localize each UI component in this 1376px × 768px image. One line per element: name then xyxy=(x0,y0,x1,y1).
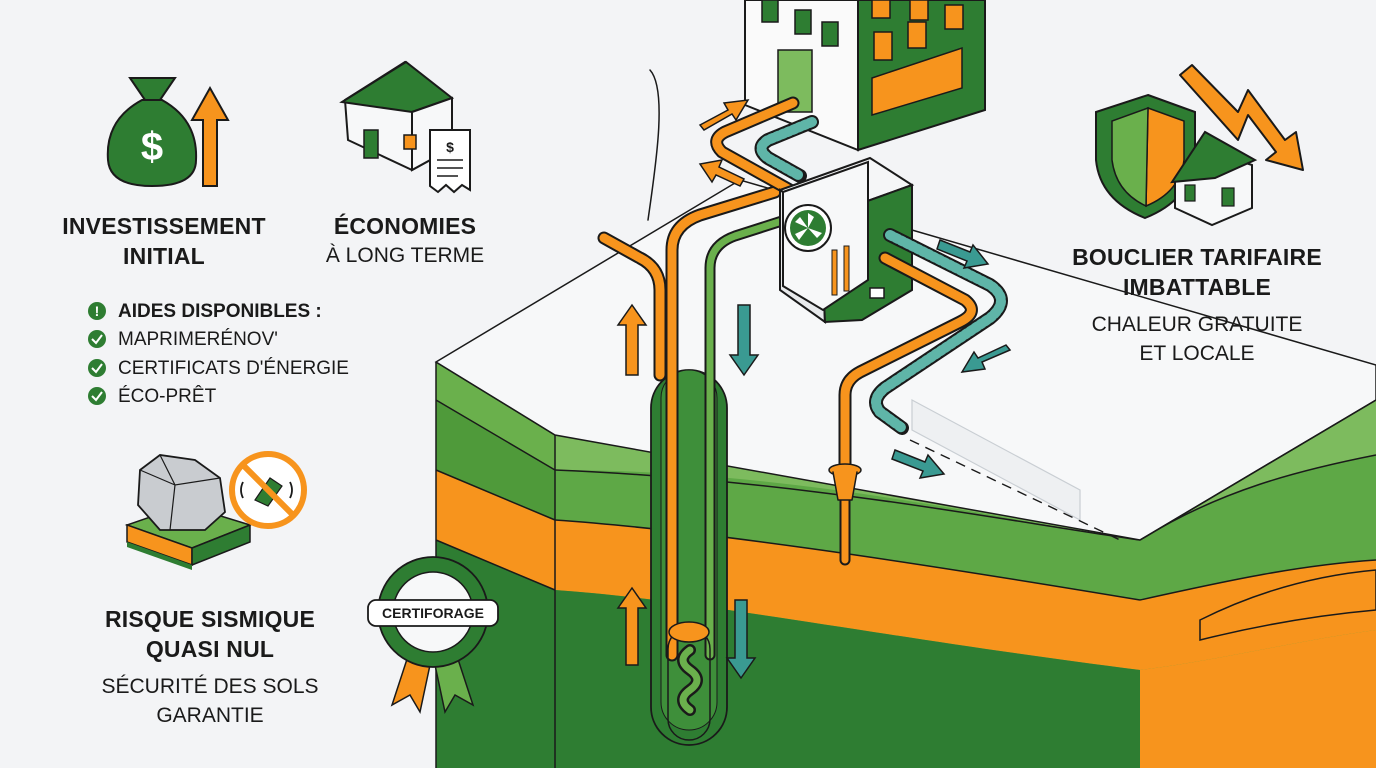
up-arrow-icon xyxy=(190,85,230,187)
badge-label: CERTIFORAGE xyxy=(382,605,484,621)
savings-title: ÉCONOMIES À LONG TERME xyxy=(325,213,485,267)
building-pipes xyxy=(710,96,819,197)
svg-text:$: $ xyxy=(446,139,454,155)
aid-item: MAPRIMERÉNOV' xyxy=(118,329,278,350)
check-icon xyxy=(88,387,106,405)
outflow-pipes xyxy=(828,228,1008,566)
heat-pump-icon xyxy=(777,156,915,325)
flow-arrows xyxy=(616,99,1012,680)
money-bag-icon: $ xyxy=(106,77,198,188)
aid-item: CERTIFICATS D'ÉNERGIE xyxy=(118,358,349,379)
svg-text:!: ! xyxy=(95,303,100,319)
svg-text:$: $ xyxy=(141,125,163,169)
shield-block: BOUCLIER TARIFAIRE IMBATTABLE CHALEUR GR… xyxy=(1072,244,1322,365)
down-arrow-icon xyxy=(1179,64,1304,171)
check-icon xyxy=(88,359,106,377)
no-seismic-icon xyxy=(229,451,307,529)
warning-icon xyxy=(88,302,106,320)
check-icon xyxy=(88,330,106,348)
aid-item: ÉCO-PRÊT xyxy=(118,386,217,407)
rock-icon xyxy=(124,454,253,570)
aids-bullets: ! xyxy=(88,302,106,405)
aids-heading: AIDES DISPONIBLES : xyxy=(118,301,322,322)
ground-left-face xyxy=(435,361,556,768)
ground-loop-pipes xyxy=(597,69,791,741)
seismic-block: RISQUE SISMIQUE QUASI NUL SÉCURITÉ DES S… xyxy=(101,606,319,727)
invoice-icon: $ xyxy=(429,129,471,194)
certification-badge-icon xyxy=(367,556,499,715)
house-icon xyxy=(1170,130,1258,227)
